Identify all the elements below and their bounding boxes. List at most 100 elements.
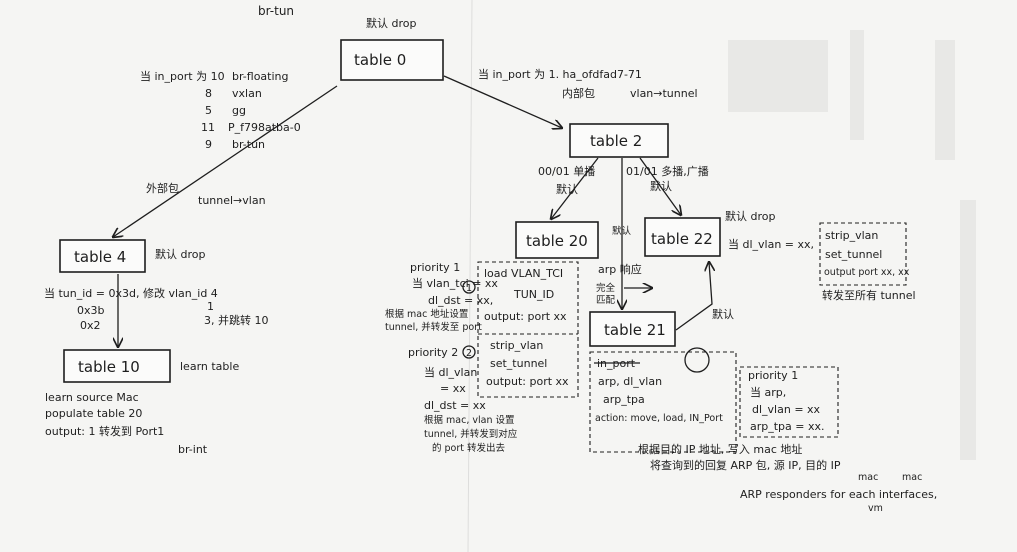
table21-mac-label-1: mac bbox=[902, 472, 922, 483]
table4-tun-id-2: 0x2 bbox=[80, 319, 101, 332]
priority2-line-3: 根据 mac, vlan 设置 bbox=[424, 414, 514, 426]
table0-label: table 0 bbox=[354, 51, 406, 69]
external-path-conversion: tunnel→vlan bbox=[198, 194, 266, 207]
paper-fold-line bbox=[467, 0, 473, 552]
priority1-circled-number: 1 bbox=[466, 283, 472, 294]
bleed-through-mark bbox=[728, 40, 828, 112]
table20-default: 默认 bbox=[612, 225, 632, 237]
arrow-table2-to-table20 bbox=[551, 157, 599, 219]
multicast-branch-label: 01/01 多播,广播 bbox=[626, 164, 709, 178]
table20-action-3: strip_vlan bbox=[490, 339, 543, 352]
arp-branch-match-1: 完全 bbox=[596, 282, 616, 294]
priority1-line-2: 根据 mac 地址设置 bbox=[385, 308, 468, 320]
bleed-through-mark bbox=[960, 200, 976, 460]
table20-action-4: set_tunnel bbox=[490, 357, 547, 370]
priority1-line-3: tunnel, 并转发至 port bbox=[385, 321, 482, 333]
table10-label: table 10 bbox=[78, 358, 140, 376]
table10-action-2: output: 1 转发到 Port1 bbox=[45, 424, 164, 438]
arp-branch-label: arp 响应 bbox=[598, 262, 642, 276]
table20-action-box bbox=[477, 261, 579, 398]
arp-branch-match-2: 匹配 bbox=[596, 295, 616, 306]
arrow-table21-to-table22 bbox=[675, 262, 712, 331]
table10-action-0: learn source Mac bbox=[45, 391, 139, 404]
priority1-circle bbox=[462, 280, 476, 294]
table4-vlan-1: 1 bbox=[207, 300, 214, 313]
internal-path-conversion: vlan→tunnel bbox=[630, 87, 698, 100]
port-rule-1-target: vxlan bbox=[232, 87, 262, 100]
table21-priority-title: priority 1 bbox=[748, 369, 798, 382]
table22-action-0: strip_vlan bbox=[825, 229, 878, 242]
port-rule-0-port: 当 in_port 为 10 bbox=[140, 69, 225, 83]
table22-note: 转发至所有 tunnel bbox=[822, 288, 916, 302]
table10-action-1: populate table 20 bbox=[45, 407, 142, 420]
port-rule-1-port: 8 bbox=[205, 87, 212, 100]
table20-label: table 20 bbox=[526, 232, 588, 250]
priority2-line-0: 当 dl_vlan bbox=[424, 365, 477, 379]
table20-action-1: TUN_ID bbox=[513, 288, 554, 301]
table21-priority-line-1: dl_vlan = xx bbox=[752, 403, 821, 416]
table21-line-2: action: move, load, IN_Port bbox=[595, 413, 723, 424]
internal-path-condition: 当 in_port 为 1. ha_ofdfad7-71 bbox=[478, 67, 642, 81]
table21-default: 默认 bbox=[712, 308, 734, 321]
table22-match: 当 dl_vlan = xx, bbox=[728, 237, 814, 251]
arrow-table0-to-table4 bbox=[113, 85, 338, 237]
unicast-branch-label: 00/01 单播 bbox=[538, 164, 595, 178]
table4-vlan-2: 3, 并跳转 10 bbox=[204, 313, 269, 327]
priority2-line-2: dl_dst = xx bbox=[424, 399, 486, 412]
table4-label: table 4 bbox=[74, 248, 126, 266]
port-rule-3-port: 11 bbox=[201, 121, 215, 134]
arrow-table2-to-table22 bbox=[639, 157, 681, 215]
table2-box bbox=[569, 123, 669, 158]
table20-box bbox=[515, 221, 599, 259]
priority1-line-0: 当 vlan_tci = xx bbox=[412, 276, 498, 290]
priority2-line-1: = xx bbox=[440, 382, 466, 395]
table22-box bbox=[644, 217, 721, 257]
unicast-branch-default: 默认 bbox=[556, 183, 578, 196]
port-rule-3-target: P_f798atba-0 bbox=[228, 121, 301, 134]
table20-action-5: output: port xx bbox=[486, 375, 569, 388]
table21-priority-box bbox=[739, 366, 839, 438]
table21-box bbox=[589, 311, 676, 347]
table22-action-2: output port xx, xx bbox=[824, 267, 910, 278]
table22-label: table 22 bbox=[651, 230, 713, 248]
external-path-label: 外部包 bbox=[146, 181, 179, 195]
table21-priority-line-0: 当 arp, bbox=[750, 385, 786, 399]
table0-box bbox=[340, 39, 444, 81]
table10-note: learn table bbox=[180, 360, 239, 373]
arp-responders-subnote: vm bbox=[868, 503, 883, 514]
table10-box bbox=[63, 349, 171, 383]
port-rule-2-target: gg bbox=[232, 104, 246, 117]
table20-action-2: output: port xx bbox=[484, 310, 567, 323]
port-rule-0-target: br-floating bbox=[232, 70, 289, 83]
arp-responders-note: ARP responders for each interfaces, bbox=[740, 488, 937, 501]
table22-action-box bbox=[819, 222, 907, 286]
port-rule-2-port: 5 bbox=[205, 104, 212, 117]
table21-note-1: 将查询到的回复 ARP 包, 源 IP, 目的 IP bbox=[650, 458, 841, 472]
arrow-table0-to-table2 bbox=[443, 75, 562, 128]
table0-default: 默认 drop bbox=[366, 17, 416, 30]
table4-rule: 当 tun_id = 0x3d, 修改 vlan_id 4 bbox=[44, 286, 218, 300]
priority1-line-1: dl_dst = xx, bbox=[428, 294, 493, 307]
port-rule-4-port: 9 bbox=[205, 138, 212, 151]
table21-note-0: 根据目的 IP 地址, 写入 mac 地址 bbox=[638, 442, 802, 456]
table21-line-1: arp_tpa bbox=[603, 393, 645, 406]
priority2-circled-number: 2 bbox=[466, 348, 472, 359]
table21-priority-line-2: arp_tpa = xx. bbox=[750, 420, 825, 433]
table22-default: 默认 drop bbox=[725, 210, 775, 223]
priority2-circle bbox=[462, 345, 476, 359]
table21-line-0: arp, dl_vlan bbox=[598, 375, 662, 388]
table20-action-0: load VLAN_TCI bbox=[484, 267, 563, 280]
table2-label: table 2 bbox=[590, 132, 642, 150]
table4-box bbox=[59, 239, 146, 273]
table21-match-box bbox=[589, 351, 737, 453]
table21-label: table 21 bbox=[604, 321, 666, 339]
port-rule-4-target: br-tun bbox=[232, 138, 265, 151]
table4-default: 默认 drop bbox=[155, 248, 205, 261]
priority2-line-4: tunnel, 并转发到对应 bbox=[424, 428, 518, 440]
bleed-through-mark bbox=[850, 30, 864, 140]
loop-arrow-icon bbox=[684, 347, 710, 373]
priority2-title: priority 2 bbox=[408, 346, 458, 359]
table4-tun-id-1: 0x3b bbox=[77, 304, 105, 317]
